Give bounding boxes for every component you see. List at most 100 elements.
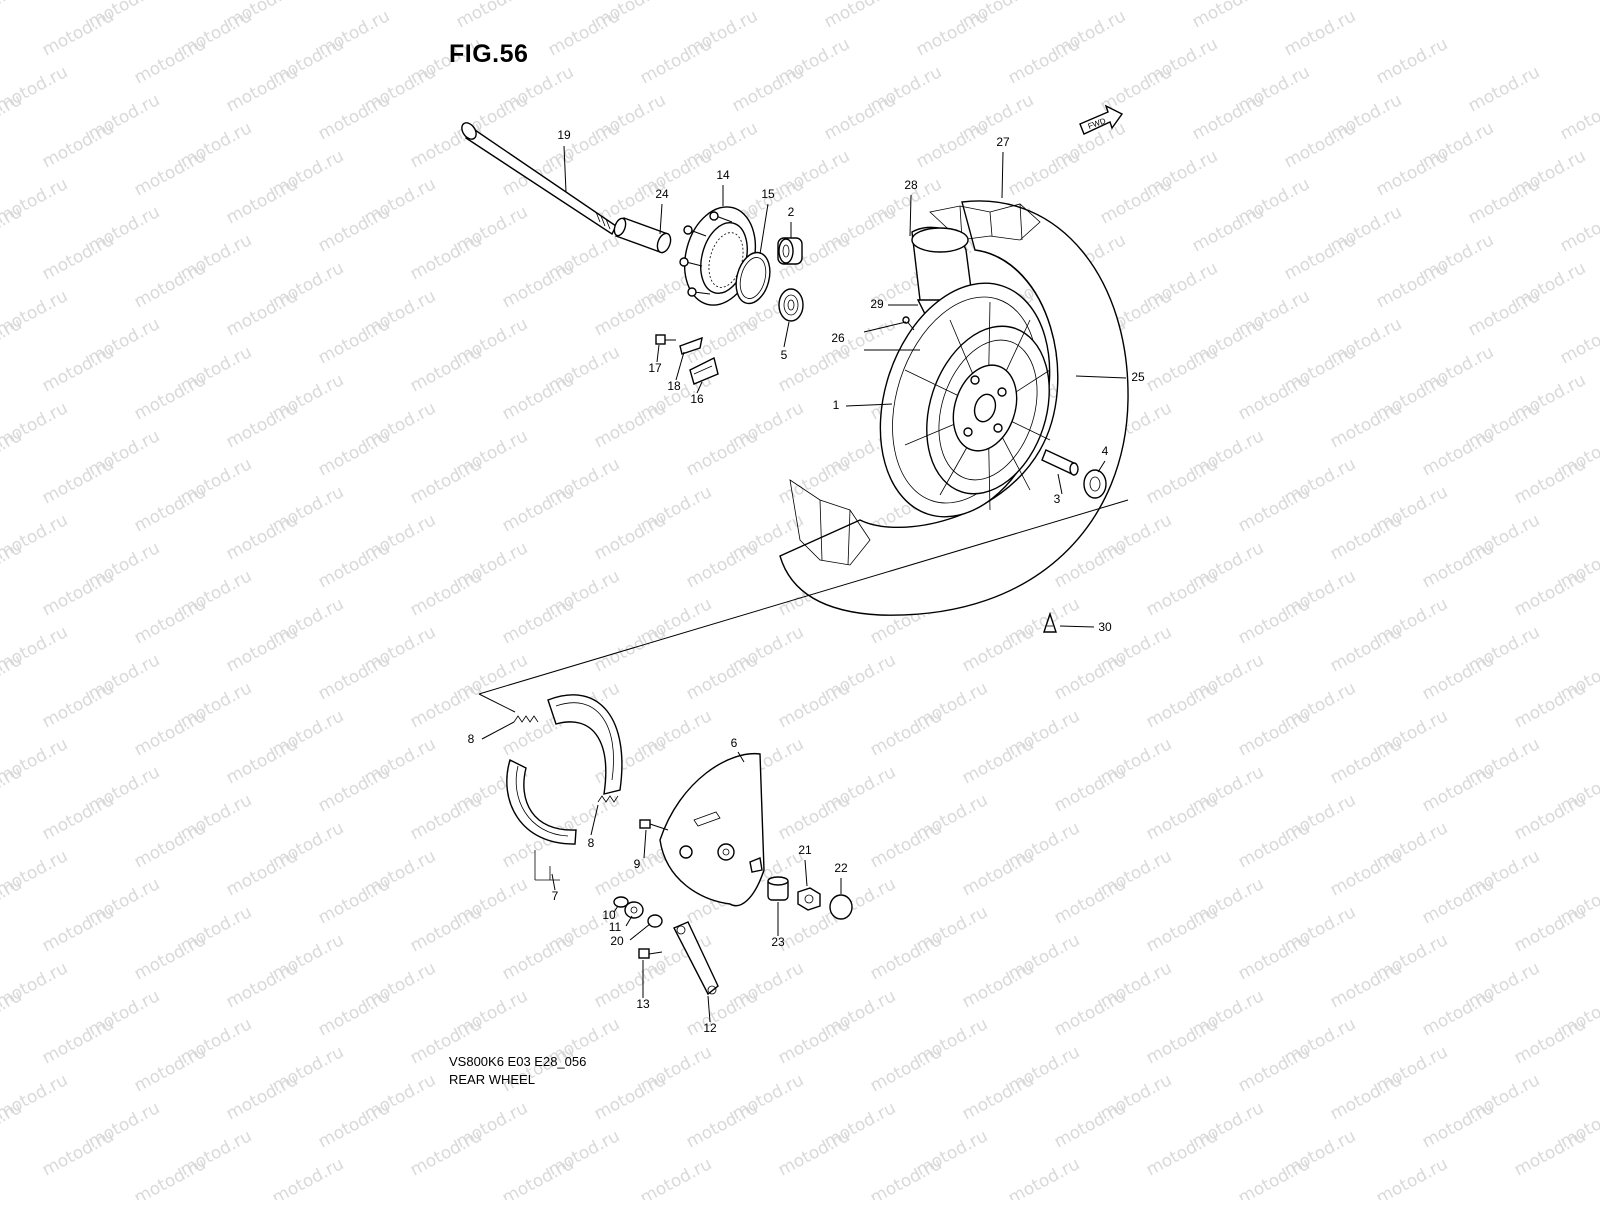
callout-14: 14 [716, 168, 730, 206]
watermark-text: motod.ru [867, 706, 945, 760]
watermark-text: motod.ru [315, 874, 393, 928]
watermark-text: motod.ru [1281, 6, 1359, 60]
watermark-text: motod.ru [683, 986, 761, 1040]
watermark-text: motod.ru [913, 6, 991, 60]
watermark-text: motod.ru [131, 818, 209, 872]
watermark-text: motod.ru [821, 0, 899, 32]
watermark-text: motod.ru [1143, 678, 1221, 732]
part-15-o-ring [735, 251, 771, 305]
watermark-text: motod.ru [1235, 1042, 1313, 1096]
watermark-text: motod.ru [683, 426, 761, 480]
watermark-text: motod.ru [223, 734, 301, 788]
callout-number: 28 [904, 178, 918, 192]
callout-number: 16 [690, 392, 704, 406]
watermark-text: motod.ru [775, 790, 853, 844]
watermark-text: motod.ru [1005, 34, 1083, 88]
callout-number: 9 [634, 857, 641, 871]
watermark-text: motod.ru [683, 538, 761, 592]
watermark-text: motod.ru [223, 958, 301, 1012]
watermark-text: motod.ru [1373, 258, 1451, 312]
watermark-text: motod.ru [131, 370, 209, 424]
part-28-tube [911, 226, 973, 306]
callout-leader-line [759, 203, 769, 255]
callout-number: 15 [761, 187, 775, 201]
callout-13: 13 [636, 960, 650, 1011]
watermark-text: motod.ru [1143, 342, 1221, 396]
callout-10: 10 [602, 905, 619, 922]
watermark-text: motod.ru [867, 930, 945, 984]
watermark-text: motod.ru [1143, 902, 1221, 956]
watermark-text: motod.ru [1235, 930, 1313, 984]
watermark-text: motod.ru [1327, 1070, 1405, 1124]
watermark-text: motod.ru [1097, 0, 1175, 4]
watermark-text: motod.ru [959, 734, 1037, 788]
callout-leader-line [675, 351, 685, 381]
part-11-washer [624, 901, 644, 919]
watermark-text: motod.ru [1005, 1154, 1083, 1200]
callout-23: 23 [771, 902, 785, 949]
callout-18: 18 [667, 351, 685, 393]
part-17-bolt [655, 334, 676, 345]
callout-leader-line [1057, 473, 1063, 495]
watermark-text: motod.ru [223, 510, 301, 564]
callout-number: 8 [468, 732, 475, 746]
watermark-text: motod.ru [591, 510, 669, 564]
callout-29: 29 [870, 297, 918, 311]
watermark-text: motod.ru [637, 34, 715, 88]
callout-5: 5 [781, 321, 790, 362]
watermark-text: motod.ru [1143, 1014, 1221, 1068]
part-5-bearing [778, 288, 804, 322]
watermark-text: motod.ru [131, 258, 209, 312]
callout-4: 4 [1097, 444, 1109, 473]
callout-leader-line [1097, 460, 1106, 473]
callout-number: 1 [833, 398, 840, 412]
callout-number: 21 [798, 843, 812, 857]
callout-leader-line [481, 721, 515, 740]
watermark-text: motod.ru [1143, 790, 1221, 844]
watermark-text: motod.ru [1051, 1098, 1129, 1152]
watermark-text: motod.ru [315, 90, 393, 144]
watermark-text: motod.ru [1005, 146, 1083, 200]
watermark-text: motod.ru [131, 706, 209, 760]
watermark-text: motod.ru [223, 62, 301, 116]
watermark-text: motod.ru [39, 342, 117, 396]
watermark-text: motod.ru [591, 958, 669, 1012]
callout-22: 22 [834, 861, 848, 894]
part-1-rim [879, 282, 1051, 518]
callout-20: 20 [610, 923, 651, 948]
watermark-text: motod.ru [407, 1126, 485, 1180]
figure-name: REAR WHEEL [449, 1072, 535, 1087]
callout-16: 16 [690, 381, 704, 406]
watermark-text: motod.ru [1511, 566, 1589, 620]
watermark-text: motod.ru [0, 0, 25, 32]
callout-number: 23 [771, 935, 785, 949]
watermark-text: motod.ru [223, 846, 301, 900]
watermark-text: motod.ru [683, 1098, 761, 1152]
callout-17: 17 [648, 344, 662, 375]
callout-leader-line [643, 829, 647, 859]
part-4-oil-seal [1083, 469, 1107, 499]
watermark-text: motod.ru [407, 230, 485, 284]
callout-12: 12 [703, 995, 717, 1035]
watermark-text: motod.ru [131, 146, 209, 200]
watermark-text: motod.ru [223, 398, 301, 452]
watermark-text: motod.ru [39, 454, 117, 508]
watermark-text: motod.ru [1511, 454, 1589, 508]
watermark-text: motod.ru [637, 1154, 715, 1200]
callout-number: 18 [667, 379, 681, 393]
callout-leader-line [863, 321, 907, 333]
part-20-o-ring [647, 914, 663, 928]
watermark-text: motod.ru [1143, 566, 1221, 620]
watermark-text: motod.ru [1327, 734, 1405, 788]
part-27-tire [779, 200, 1129, 616]
watermark-text: motod.ru [39, 902, 117, 956]
watermark-text: motod.ru [131, 930, 209, 984]
part-24-spacer [613, 217, 672, 254]
watermark-text: motod.ru [131, 1154, 209, 1200]
watermark-text: motod.ru [1465, 62, 1543, 116]
watermark-text: motod.ru [499, 930, 577, 984]
watermark-text: motod.ru [1235, 370, 1313, 424]
